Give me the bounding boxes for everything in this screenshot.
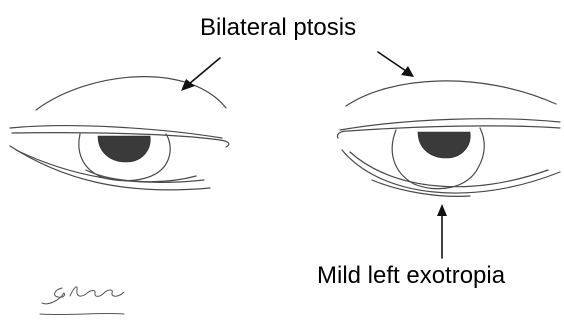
left-eye-pupil xyxy=(418,132,470,158)
signature xyxy=(40,287,124,315)
right-eye-brow-crease xyxy=(36,77,226,110)
right-eye-lower-white xyxy=(86,170,196,182)
ptosis-arrow-right-eye xyxy=(181,58,220,91)
left-eye-upper-lid xyxy=(340,119,560,130)
ptosis-arrow-left-eye xyxy=(378,52,414,77)
left-eye xyxy=(337,81,560,196)
left-eye-lower-white xyxy=(372,180,470,196)
ptosis-label: Bilateral ptosis xyxy=(200,14,356,42)
left-eye-brow-crease xyxy=(346,81,556,106)
exotropia-label: Mild left exotropia xyxy=(317,262,505,290)
right-eye xyxy=(10,77,229,190)
right-eye-pupil xyxy=(98,136,150,162)
exotropia-arrow xyxy=(437,204,447,258)
